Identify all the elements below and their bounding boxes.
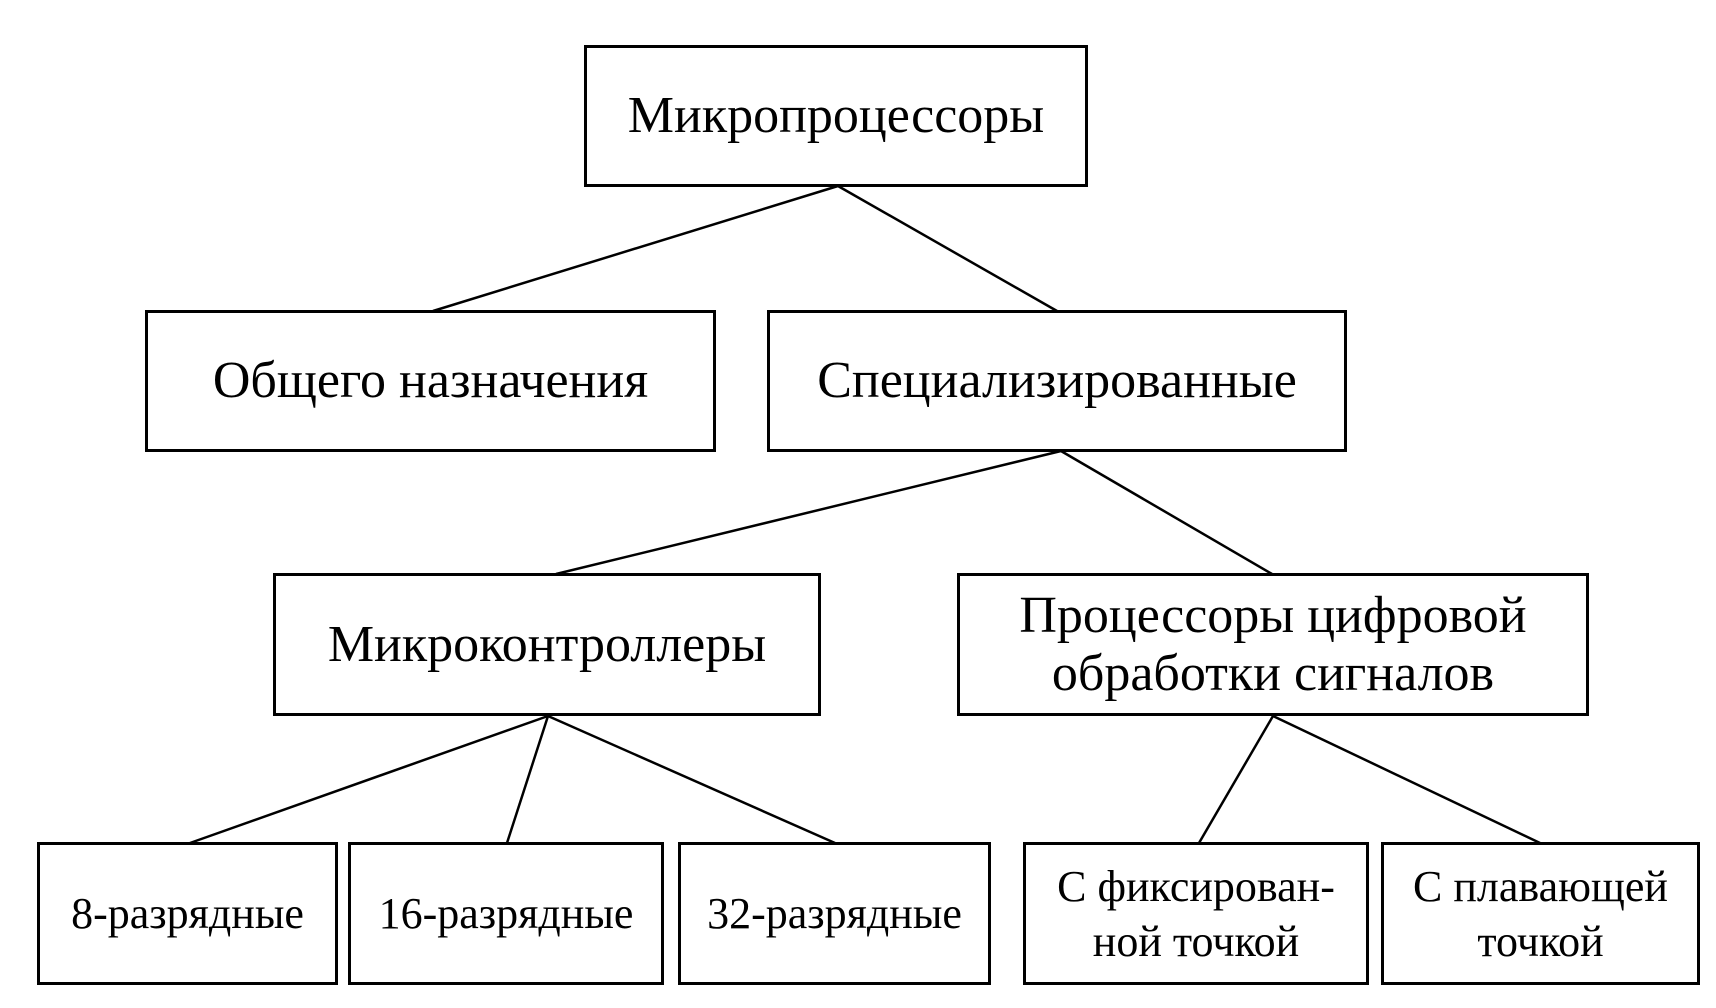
- node-16bit: 16-разрядные: [348, 842, 664, 985]
- node-fixed-point-line2: ной точкой: [1092, 916, 1300, 966]
- node-dsp-line1: Процессоры цифровой: [1019, 586, 1527, 644]
- node-root: Микропроцессоры: [584, 45, 1088, 187]
- edge-dsp-floating: [1272, 714, 1541, 845]
- node-dsp-line2: обработки сигналов: [1051, 644, 1495, 702]
- edge-specialized-microcontrollers: [555, 449, 1062, 576]
- edge-microcontrollers-16bit: [505, 715, 550, 844]
- node-root-label: Микропроцессоры: [627, 87, 1045, 144]
- node-specialized-label: Специализированные: [817, 352, 1297, 409]
- node-8bit-label: 8-разрядные: [71, 888, 304, 938]
- edge-specialized-dsp: [1060, 449, 1273, 576]
- edge-root-general: [432, 184, 839, 313]
- node-8bit: 8-разрядные: [37, 842, 338, 985]
- node-general-label: Общего назначения: [212, 352, 649, 409]
- edge-microcontrollers-8bit: [189, 714, 549, 845]
- edge-microcontrollers-32bit: [547, 714, 836, 845]
- edge-dsp-fixed: [1197, 715, 1275, 844]
- node-fixed-point: С фиксирован- ной точкой: [1023, 842, 1369, 985]
- node-dsp: Процессоры цифровой обработки сигналов: [957, 573, 1589, 716]
- node-32bit: 32-разрядные: [678, 842, 991, 985]
- node-32bit-label: 32-разрядные: [707, 888, 962, 938]
- node-floating-point-line2: точкой: [1477, 916, 1604, 966]
- node-floating-point-line1: С плавающей: [1413, 861, 1668, 911]
- node-general: Общего назначения: [145, 310, 716, 452]
- node-16bit-label: 16-разрядные: [378, 888, 634, 938]
- node-microcontrollers: Микроконтроллеры: [273, 573, 821, 716]
- edge-root-specialized: [837, 184, 1058, 313]
- node-microcontrollers-label: Микроконтроллеры: [327, 615, 767, 673]
- node-specialized: Специализированные: [767, 310, 1347, 452]
- node-floating-point: С плавающей точкой: [1381, 842, 1700, 985]
- node-fixed-point-line1: С фиксирован-: [1057, 861, 1335, 911]
